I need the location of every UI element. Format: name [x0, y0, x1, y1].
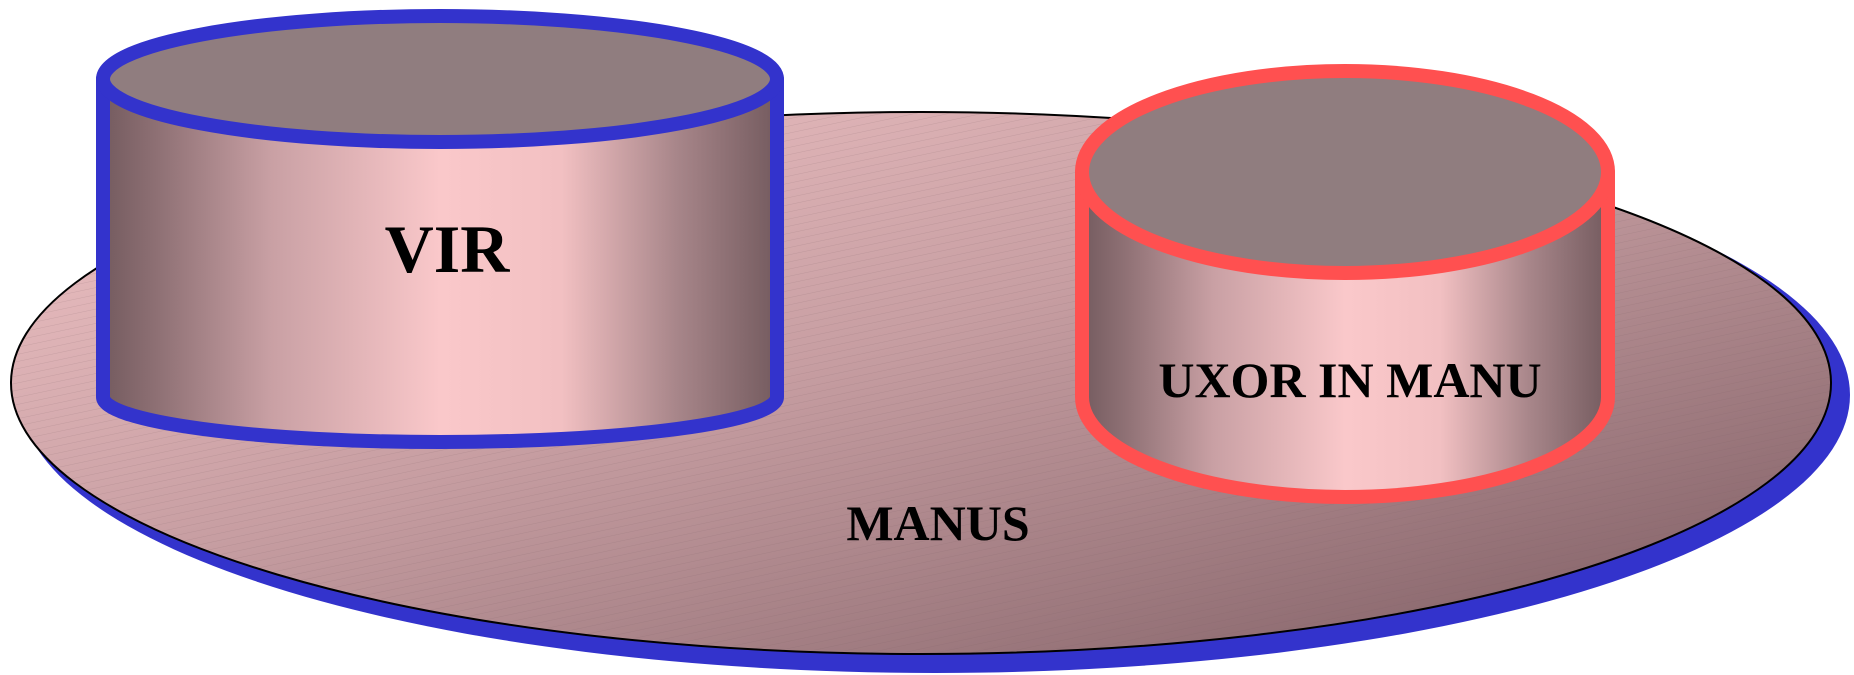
vir-cylinder-side: [96, 72, 784, 449]
vir-label: VIR: [385, 211, 511, 287]
uxor-cylinder-top: [1075, 64, 1615, 280]
vir-cylinder-top: [96, 9, 784, 149]
vir-cylinder: VIR: [96, 9, 784, 449]
uxor-label: UXOR IN MANU: [1158, 352, 1541, 408]
uxor-cylinder: UXOR IN MANU: [1075, 64, 1615, 504]
base-label: MANUS: [846, 495, 1029, 551]
